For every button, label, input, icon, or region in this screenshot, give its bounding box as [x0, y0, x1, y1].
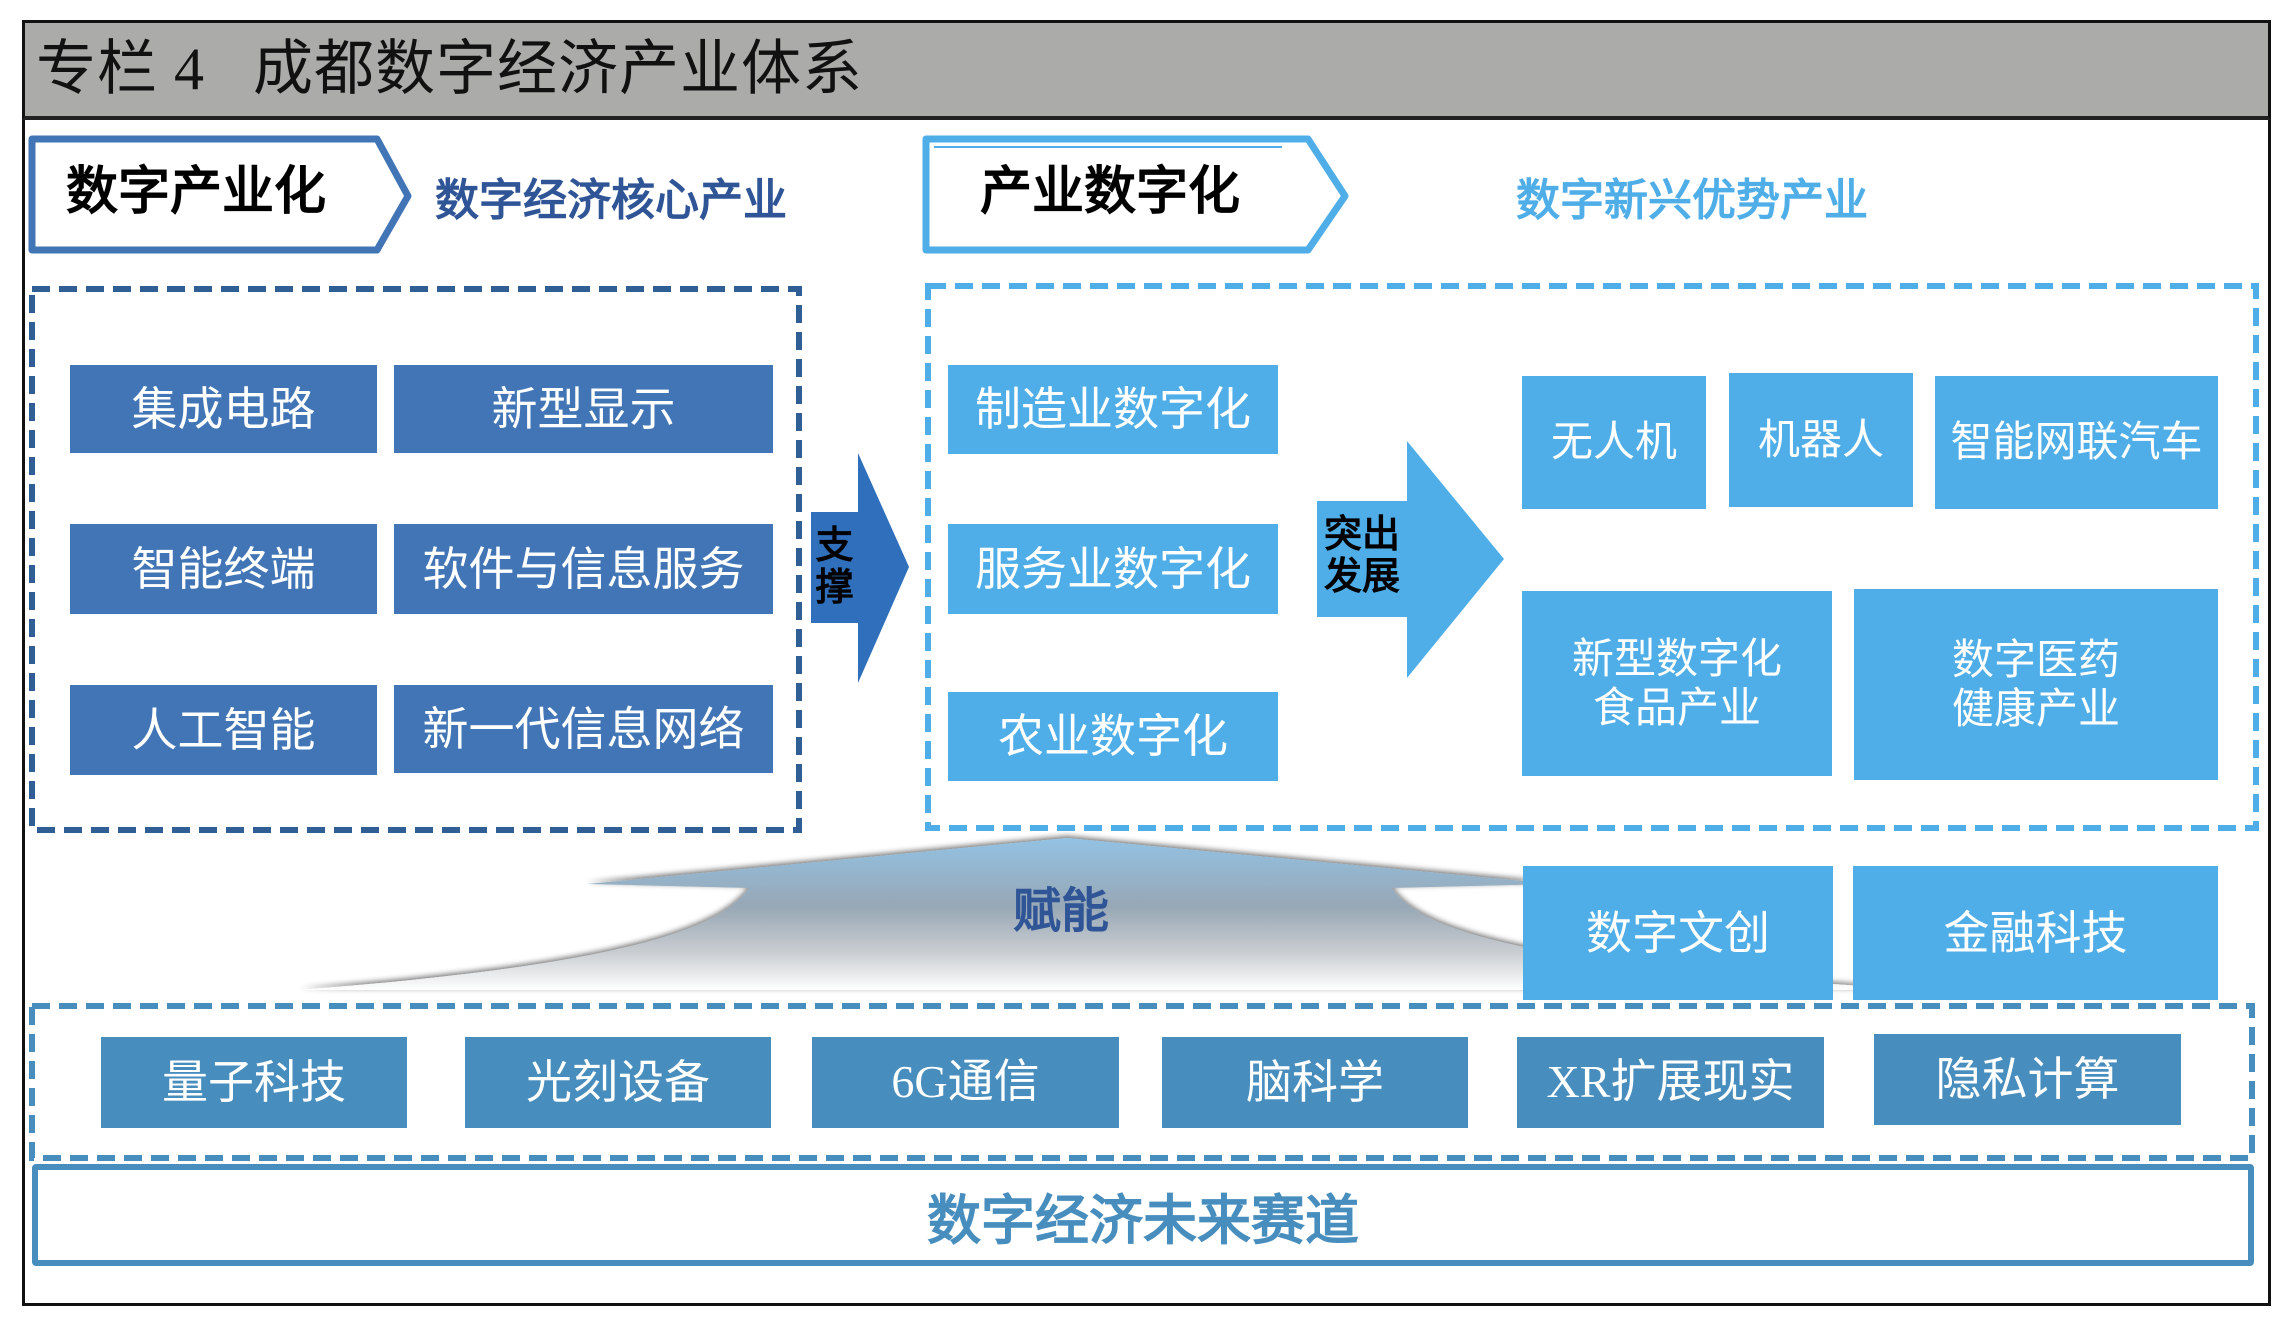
left-subtitle: 数字经济核心产业: [435, 175, 787, 226]
highlight-arrow-label: 突出 发展: [1323, 512, 1400, 598]
core-industry-item: 人工智能: [70, 685, 377, 775]
future-tracks-label: 数字经济未来赛道: [32, 1164, 2254, 1266]
digitalization-item: 制造业数字化: [948, 365, 1278, 454]
emerging-industry-item: 新型数字化 食品产业: [1522, 591, 1832, 776]
emerging-industry-item: 数字医药 健康产业: [1854, 589, 2218, 780]
future-track-item: 量子科技: [101, 1037, 407, 1128]
page-title: 专栏 4 成都数字经济产业体系: [36, 36, 863, 102]
core-industry-item: 新型显示: [394, 365, 773, 453]
future-tracks-label-text: 数字经济未来赛道: [927, 1188, 1359, 1252]
emerging-industry-item: 数字文创: [1523, 866, 1833, 1000]
support-arrow-shape: [811, 453, 909, 683]
left-chevron-shape: [28, 135, 412, 254]
emerging-industry-item: 无人机: [1522, 376, 1706, 509]
right-chevron-label: 产业数字化: [980, 162, 1241, 222]
future-track-item: 隐私计算: [1874, 1034, 2181, 1125]
highlight-arrow-shape: [1317, 441, 1504, 678]
core-industries-border: [29, 286, 802, 833]
emerging-industry-item: 智能网联汽车: [1935, 376, 2218, 509]
future-track-item: 光刻设备: [465, 1037, 771, 1128]
right-subtitle: 数字新兴优势产业: [1516, 175, 1868, 226]
emerging-industry-item: 金融科技: [1853, 866, 2218, 1000]
empower-arrow-label: 赋能: [1013, 883, 1110, 939]
future-track-item: XR扩展现实: [1517, 1037, 1824, 1128]
digitalization-item: 农业数字化: [948, 692, 1278, 781]
emerging-industry-item: 机器人: [1729, 373, 1913, 507]
core-industry-item: 智能终端: [70, 524, 377, 614]
header-bar: [22, 20, 2271, 120]
core-industry-item: 新一代信息网络: [394, 685, 773, 773]
empower-arrow-shape: [300, 838, 1920, 990]
core-industry-item: 集成电路: [70, 365, 377, 453]
left-chevron-label: 数字产业化: [66, 162, 327, 222]
emerging-industries-border: [925, 283, 2259, 831]
future-track-item: 脑科学: [1162, 1037, 1468, 1128]
future-tracks-border: [29, 1003, 2255, 1161]
right-chevron-shape: [922, 135, 1349, 254]
support-arrow-label: 支 撑: [815, 523, 854, 609]
core-industry-item: 软件与信息服务: [394, 524, 773, 614]
future-track-item: 6G通信: [812, 1037, 1119, 1128]
digitalization-item: 服务业数字化: [948, 524, 1278, 614]
